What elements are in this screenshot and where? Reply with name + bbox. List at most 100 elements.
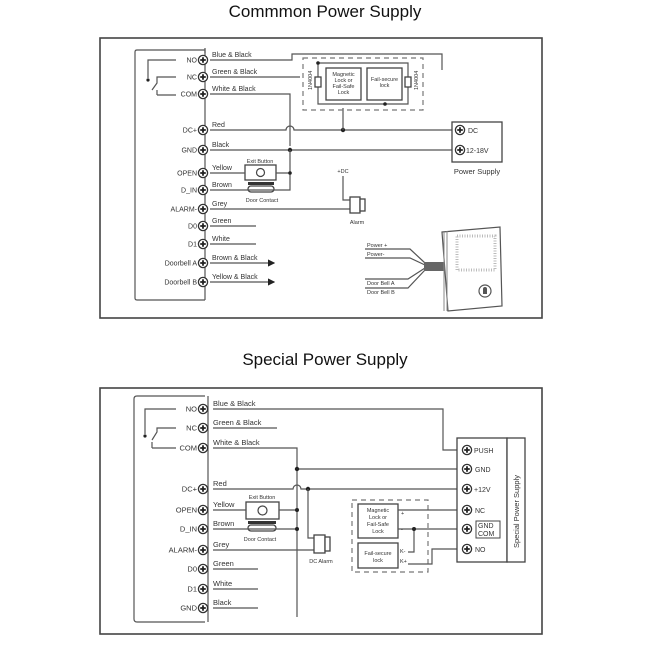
screw-terminal-icon xyxy=(197,144,209,156)
screw-terminal-icon xyxy=(197,54,209,66)
power-supply-label: Special Power Supply xyxy=(512,475,521,548)
svg-text:Lock: Lock xyxy=(372,529,384,535)
terminal-pin-label: Doorbell B xyxy=(164,280,197,287)
svg-text:NC: NC xyxy=(475,508,485,515)
screw-terminal-icon xyxy=(197,422,209,434)
terminal-pin-label: D_IN xyxy=(181,188,197,195)
terminal: NO Blue & Black xyxy=(186,399,256,415)
wire-color-label: Black xyxy=(212,142,230,149)
terminal: NC Green & Black xyxy=(187,69,258,83)
svg-text:DC: DC xyxy=(468,128,478,135)
diagram-title-common: Commmon Power Supply xyxy=(228,2,422,21)
svg-text:+DC: +DC xyxy=(337,169,348,175)
svg-text:lock: lock xyxy=(380,83,390,89)
svg-text:GND: GND xyxy=(475,467,491,474)
screw-terminal-icon xyxy=(197,184,209,196)
svg-text:COM: COM xyxy=(478,531,495,538)
screw-terminal-icon xyxy=(197,583,209,595)
wire-no xyxy=(210,53,443,70)
svg-text:12-18V: 12-18V xyxy=(466,148,489,155)
screw-terminal-icon xyxy=(197,71,209,83)
wire-color-label: Brown xyxy=(213,519,234,528)
wire-color-label: Blue & Black xyxy=(213,399,256,408)
svg-text:+12V: +12V xyxy=(474,487,491,494)
svg-text:1N4004: 1N4004 xyxy=(308,71,314,90)
svg-text:NO: NO xyxy=(475,547,486,554)
svg-text:Power-: Power- xyxy=(367,252,385,258)
terminal-pin-label: NO xyxy=(186,405,197,414)
svg-text:Lock or: Lock or xyxy=(369,515,387,521)
terminal: DC+Red xyxy=(182,479,227,495)
wire-color-label: Green xyxy=(213,559,234,568)
terminal-pin-label: D1 xyxy=(188,242,197,249)
power-supply-label: Power Supply xyxy=(454,167,501,176)
screw-terminal-icon xyxy=(197,220,209,232)
svg-text:K+: K+ xyxy=(400,559,407,565)
screw-terminal-icon xyxy=(197,563,209,575)
svg-text:Lock or: Lock or xyxy=(334,78,352,84)
screw-terminal-icon xyxy=(197,276,209,288)
diagram-frame xyxy=(99,37,543,319)
alarm-device xyxy=(313,534,326,554)
wire-red xyxy=(213,484,462,490)
screw-terminal-icon xyxy=(197,257,209,269)
screw-terminal-icon xyxy=(197,203,209,215)
wire-no xyxy=(213,408,462,451)
terminal-pin-label: Doorbell A xyxy=(165,261,198,268)
diagram-title-special: Special Power Supply xyxy=(242,350,408,369)
terminal-pin-label: GND xyxy=(180,604,197,613)
wire-color-label: Grey xyxy=(213,540,230,549)
svg-text:-: - xyxy=(401,527,403,533)
wire-color-label: Yellow xyxy=(213,500,235,509)
terminal-pin-label: D0 xyxy=(187,565,197,574)
wire-color-label: White & Black xyxy=(213,438,260,447)
terminal: D0 Green xyxy=(187,559,234,575)
terminal-pin-label: NC xyxy=(187,75,197,82)
alarm-device xyxy=(349,196,361,214)
svg-text:Fail-secure: Fail-secure xyxy=(364,551,391,557)
wire-com xyxy=(210,93,291,146)
wire-color-label: Red xyxy=(212,122,225,129)
screw-terminal-icon xyxy=(197,523,209,535)
diode-right xyxy=(404,76,412,88)
svg-text:Magnetic: Magnetic xyxy=(367,508,390,514)
svg-text:lock: lock xyxy=(373,558,383,564)
svg-text:+: + xyxy=(401,511,404,517)
magnetic-lock-box xyxy=(357,503,399,539)
svg-text:Fail-Safe: Fail-Safe xyxy=(367,522,389,528)
wire-color-label: Green & Black xyxy=(213,418,262,427)
wire-color-label: Green & Black xyxy=(212,69,258,76)
relay-symbol xyxy=(147,59,176,78)
screw-terminal-icon xyxy=(197,504,209,516)
wire-color-label: Grey xyxy=(212,201,228,208)
svg-text:PUSH: PUSH xyxy=(474,448,493,455)
wire-red xyxy=(210,125,452,131)
terminal-pin-label: D_IN xyxy=(180,525,197,534)
svg-text:Fail-secure: Fail-secure xyxy=(371,77,398,83)
wire-color-label: Green xyxy=(212,218,232,225)
svg-text:Magnetic: Magnetic xyxy=(332,72,355,78)
svg-text:Door Bell A: Door Bell A xyxy=(367,281,395,287)
svg-text:Fail-Safe: Fail-Safe xyxy=(332,84,354,90)
screw-terminal-icon xyxy=(197,238,209,250)
wire-color-label: Blue & Black xyxy=(212,52,252,59)
wire-color-label: Yellow xyxy=(212,165,233,172)
svg-text:1N4004: 1N4004 xyxy=(414,71,420,90)
diagram-frame xyxy=(99,387,543,635)
door-contact-magnet xyxy=(248,521,276,524)
special-power-supply: Special Power Supply PUSH GND +12V NC GN… xyxy=(456,437,526,563)
terminal-pin-label: OPEN xyxy=(177,171,197,178)
magnetic-lock-box xyxy=(325,67,362,101)
